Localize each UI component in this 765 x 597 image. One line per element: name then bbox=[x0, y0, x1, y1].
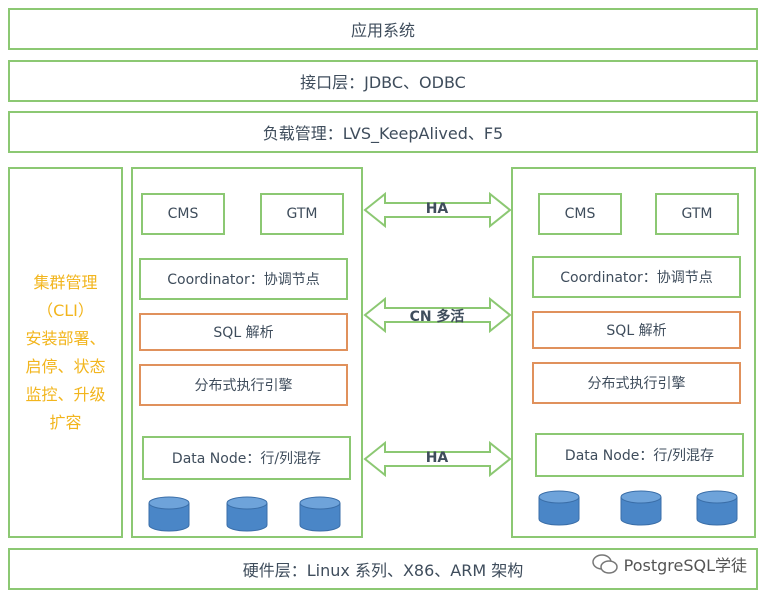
left-cylinder-2-icon bbox=[226, 496, 268, 532]
right-coordinator-label: Coordinator：协调节点 bbox=[560, 270, 713, 286]
right-gtm-label: GTM bbox=[681, 206, 713, 222]
load-balancer-layer: 负载管理：LVS_KeepAlived、F5 bbox=[8, 111, 758, 153]
right-cms-label: CMS bbox=[564, 206, 596, 222]
arrow-bottom-icon bbox=[363, 440, 512, 478]
right-exec-engine-label: 分布式执行引擎 bbox=[587, 376, 686, 392]
arrow-middle-icon bbox=[363, 296, 512, 334]
right-coordinator-box: Coordinator：协调节点 bbox=[532, 256, 741, 298]
arrow-top-label: HA bbox=[425, 201, 449, 217]
left-cms-label: CMS bbox=[167, 206, 199, 222]
left-coordinator-label: Coordinator：协调节点 bbox=[167, 272, 320, 288]
right-exec-engine-box: 分布式执行引擎 bbox=[532, 362, 741, 404]
left-datanode-label: Data Node：行/列混存 bbox=[171, 451, 322, 467]
left-coordinator-box: Coordinator：协调节点 bbox=[139, 258, 348, 300]
left-datanode-box: Data Node：行/列混存 bbox=[142, 436, 351, 480]
app-layer: 应用系统 bbox=[8, 8, 758, 50]
load-balancer-layer-label: 负载管理：LVS_KeepAlived、F5 bbox=[262, 124, 504, 143]
right-datanode-box: Data Node：行/列混存 bbox=[535, 433, 744, 477]
wechat-icon bbox=[591, 554, 618, 574]
interface-layer: 接口层：JDBC、ODBC bbox=[8, 60, 758, 102]
left-cms-box: CMS bbox=[141, 193, 225, 235]
right-cylinder-1-icon bbox=[538, 490, 580, 526]
hardware-layer: 硬件层：Linux 系列、X86、ARM 架构 bbox=[8, 548, 758, 590]
arrow-top-icon bbox=[363, 191, 512, 229]
watermark: PostgreSQL学徒 bbox=[591, 552, 747, 576]
right-datanode-label: Data Node：行/列混存 bbox=[564, 448, 715, 464]
cluster-line-2: （CLI） bbox=[37, 300, 94, 320]
cluster-line-4: 启停、状态 bbox=[25, 356, 106, 376]
cluster-line-1: 集群管理 bbox=[33, 272, 98, 292]
cluster-line-5: 监控、升级 bbox=[25, 384, 106, 404]
right-cylinder-3-icon bbox=[696, 490, 738, 526]
left-sql-parse-box: SQL 解析 bbox=[139, 313, 348, 351]
left-exec-engine-box: 分布式执行引擎 bbox=[139, 364, 348, 406]
cluster-management-box: 集群管理 （CLI） 安装部署、 启停、状态 监控、升级 扩容 bbox=[8, 167, 123, 538]
right-sql-parse-box: SQL 解析 bbox=[532, 311, 741, 349]
arrow-bottom-label: HA bbox=[425, 450, 449, 466]
left-exec-engine-label: 分布式执行引擎 bbox=[194, 378, 293, 394]
cluster-line-3: 安装部署、 bbox=[25, 328, 106, 348]
left-gtm-label: GTM bbox=[286, 206, 318, 222]
cluster-line-6: 扩容 bbox=[49, 412, 82, 432]
app-layer-label: 应用系统 bbox=[350, 21, 415, 40]
interface-layer-label: 接口层：JDBC、ODBC bbox=[300, 73, 466, 92]
hardware-layer-label: 硬件层：Linux 系列、X86、ARM 架构 bbox=[242, 561, 524, 580]
right-gtm-box: GTM bbox=[655, 193, 739, 235]
right-cylinder-2-icon bbox=[620, 490, 662, 526]
arrow-middle-label: CN 多活 bbox=[409, 309, 465, 325]
left-gtm-box: GTM bbox=[260, 193, 344, 235]
left-sql-parse-label: SQL 解析 bbox=[213, 325, 274, 341]
right-cms-box: CMS bbox=[538, 193, 622, 235]
left-cylinder-1-icon bbox=[148, 496, 190, 532]
right-sql-parse-label: SQL 解析 bbox=[606, 323, 667, 339]
watermark-text: PostgreSQL学徒 bbox=[623, 556, 747, 575]
left-cylinder-3-icon bbox=[299, 496, 341, 532]
